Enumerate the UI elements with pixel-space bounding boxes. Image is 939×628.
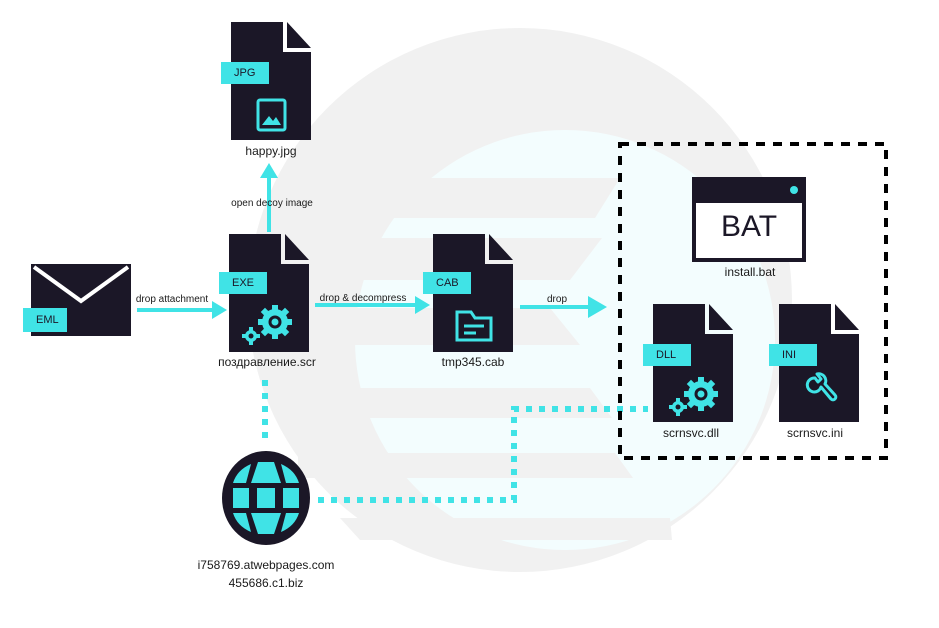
window-text: BAT: [720, 210, 778, 243]
domain-label-1: i758769.atwebpages.com: [197, 558, 335, 572]
arrow-cab-to-group: [520, 296, 607, 318]
edge-label-open-decoy-image: open decoy image: [231, 198, 313, 209]
node-label: happy.jpg: [245, 144, 297, 158]
node-label: tmp345.cab: [441, 355, 505, 369]
node-dll[interactable]: DLL scrnsvc.dll: [643, 304, 733, 440]
node-jpg[interactable]: JPG happy.jpg: [221, 22, 311, 158]
file-type-tag: DLL: [643, 344, 691, 366]
gears-icon: [242, 305, 292, 345]
file-type-tag: EML: [23, 308, 67, 332]
bg-stripe: [340, 518, 672, 540]
arrow-email-to-exe: [137, 301, 227, 319]
file-type-tag: EXE: [219, 272, 267, 294]
node-email[interactable]: EML: [23, 264, 131, 336]
file-icon: [433, 234, 513, 352]
folder-icon: [455, 310, 493, 342]
bg-stripe: [298, 453, 633, 478]
node-label: scrnsvc.ini: [786, 426, 844, 440]
node-ini[interactable]: INI scrnsvc.ini: [769, 304, 859, 440]
globe-icon: [222, 451, 310, 545]
node-label: scrnsvc.dll: [662, 426, 720, 440]
dropped-files-boundary: [618, 142, 888, 460]
image-icon: [256, 98, 287, 132]
node-label: поздравление.scr: [218, 355, 316, 369]
file-icon: [229, 234, 309, 352]
wrench-icon: [805, 372, 838, 402]
edge-label-drop-decompress: drop & decompress: [319, 293, 407, 304]
file-icon: [653, 304, 733, 422]
edge-label-drop-attachment: drop attachment: [135, 294, 209, 305]
domain-label-2: 455686.c1.biz: [228, 576, 304, 590]
arrow-exe-to-jpg: [260, 163, 278, 232]
node-exe[interactable]: EXE поздравление.scr: [218, 234, 316, 369]
file-icon: [231, 22, 311, 140]
file-icon: [779, 304, 859, 422]
gears-icon: [669, 377, 718, 416]
node-bat[interactable]: BAT install.bat: [692, 177, 806, 279]
arrow-exe-to-cab: [315, 296, 430, 314]
node-c2-server[interactable]: i758769.atwebpages.com 455686.c1.biz: [198, 450, 334, 590]
node-label: install.bat: [724, 265, 776, 279]
edge-label-drop: drop: [546, 294, 568, 305]
file-type-tag: INI: [769, 344, 817, 366]
window-icon: [692, 177, 806, 262]
node-cab[interactable]: CAB tmp345.cab: [423, 234, 513, 369]
file-type-tag: JPG: [221, 62, 269, 84]
file-type-tag: CAB: [423, 272, 471, 294]
bg-stripe: [270, 178, 620, 218]
dotted-link-c2-to-dll: [318, 406, 648, 503]
